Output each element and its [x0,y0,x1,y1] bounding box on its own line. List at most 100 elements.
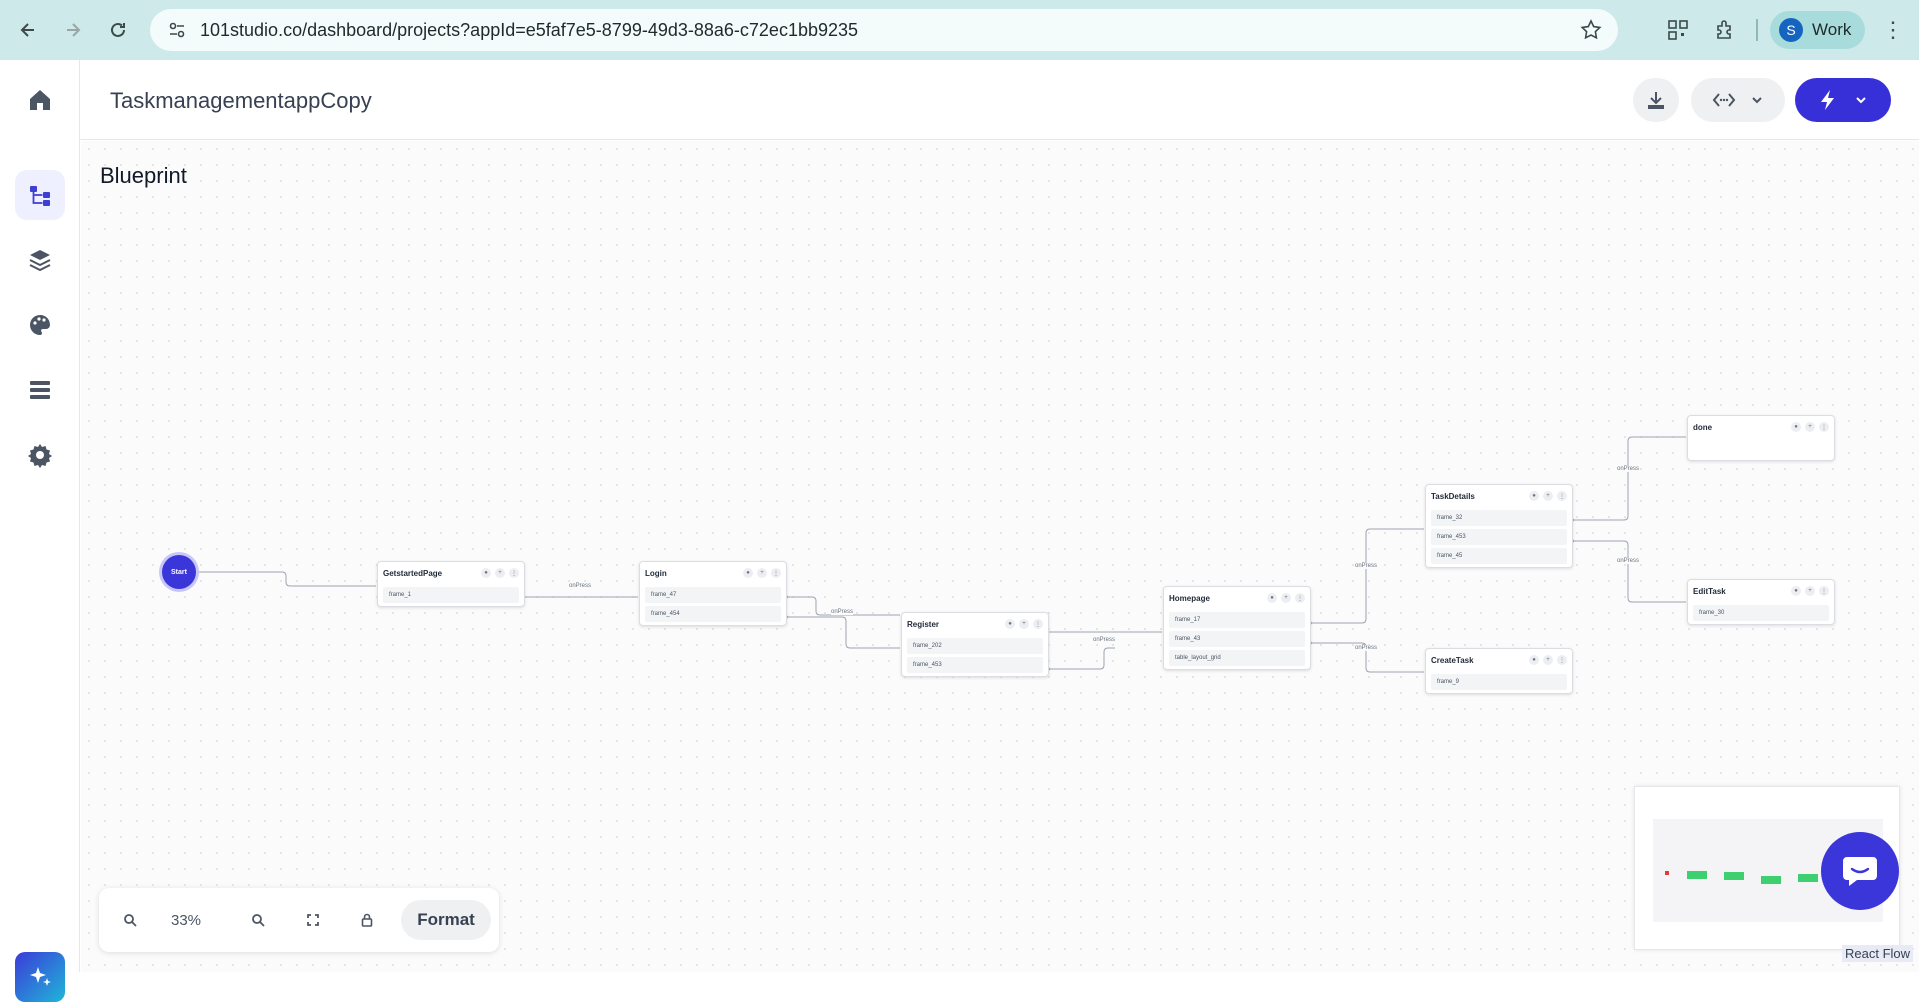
home-icon[interactable] [15,75,65,125]
ai-assistant-button[interactable] [15,952,65,1002]
plus-icon[interactable]: + [1281,593,1291,603]
project-title: TaskmanagementappCopy [110,88,372,113]
edge-label: onPress [569,583,592,589]
node-row[interactable]: frame_47 [645,587,781,603]
node-row[interactable]: frame_202 [907,638,1043,654]
fit-view-icon [307,914,319,926]
qr-code-icon[interactable] [1667,14,1689,46]
avatar: S [1779,18,1803,42]
canvas-controls: 33% Format [99,888,499,952]
flow-node-done[interactable]: done ● + ⋮ [1687,415,1835,461]
flow-node-register[interactable]: Register ● + ⋮ frame_202 frame_453 [901,612,1049,677]
app-sidebar [0,60,80,1002]
eye-icon[interactable]: ● [1791,586,1801,596]
browser-menu-icon[interactable]: ⋮ [1882,17,1904,42]
node-row[interactable]: frame_43 [1169,631,1305,647]
zoom-in-icon [252,914,265,927]
forward-icon[interactable] [61,18,85,42]
address-bar[interactable]: 101studio.co/dashboard/projects?appId=e5… [150,9,1618,51]
eye-icon[interactable]: ● [1267,593,1277,603]
extensions-icon[interactable] [1714,14,1738,46]
flow-node-login[interactable]: Login ● + ⋮ frame_47 frame_454 [639,561,787,626]
chevron-down-icon [1856,97,1866,104]
node-title: Homepage [1169,593,1210,603]
bookmark-star-icon[interactable] [1580,19,1602,41]
toolbar-divider [1756,19,1758,41]
zoom-out-button[interactable] [115,902,145,938]
database-icon[interactable] [15,365,65,415]
plus-icon[interactable]: + [1019,619,1029,629]
node-row[interactable]: frame_30 [1693,605,1829,621]
lock-button[interactable] [352,902,382,938]
settings-gear-icon[interactable] [15,430,65,480]
more-icon[interactable]: ⋮ [771,568,781,578]
eye-icon[interactable]: ● [1529,491,1539,501]
lightning-icon [1821,90,1834,110]
minimap-node [1724,872,1744,880]
site-settings-icon[interactable] [166,19,188,41]
node-row[interactable]: frame_45 [1431,548,1567,564]
eye-icon[interactable]: ● [743,568,753,578]
react-flow-attribution[interactable]: React Flow [1842,945,1914,962]
lock-icon [361,913,373,927]
node-row[interactable]: frame_453 [1431,529,1567,545]
node-row[interactable]: table_layout_grid [1169,650,1305,666]
node-row[interactable]: frame_454 [645,606,781,622]
fit-view-button[interactable] [298,902,328,938]
node-title: GetstartedPage [383,568,443,578]
more-icon[interactable]: ⋮ [1819,586,1829,596]
run-dropdown-button[interactable] [1795,78,1891,122]
more-icon[interactable]: ⋮ [1557,655,1567,665]
node-title: Login [645,568,667,578]
node-row[interactable]: frame_17 [1169,612,1305,628]
node-row[interactable]: frame_32 [1431,510,1567,526]
format-button[interactable]: Format [401,900,491,940]
download-button[interactable] [1633,78,1679,122]
start-node[interactable]: Start [162,555,196,589]
flow-node-taskdetails[interactable]: TaskDetails ●+⋮ frame_32 frame_453 frame… [1425,484,1573,568]
zoom-in-button[interactable] [243,902,273,938]
node-row[interactable]: frame_9 [1431,674,1567,690]
edge-label: onPress [1355,645,1378,651]
flow-node-createtask[interactable]: CreateTask ●+⋮ frame_9 [1425,648,1573,694]
more-icon[interactable]: ⋮ [509,568,519,578]
reload-icon[interactable] [106,18,130,42]
eye-icon[interactable]: ● [1005,619,1015,629]
download-icon [1648,92,1664,109]
app-header: TaskmanagementappCopy [80,60,1919,140]
plus-icon[interactable]: + [1805,586,1815,596]
flow-node-getstartedpage[interactable]: GetstartedPage ● + ⋮ frame_1 [377,561,525,607]
flow-node-homepage[interactable]: Homepage ● + ⋮ frame_17 frame_43 table_lay… [1163,586,1311,670]
node-row[interactable]: frame_1 [383,587,519,603]
palette-icon[interactable] [15,300,65,350]
code-icon [1712,93,1736,107]
more-icon[interactable]: ⋮ [1557,491,1567,501]
plus-icon[interactable]: + [1543,491,1553,501]
plus-icon[interactable]: + [1543,655,1553,665]
edge-label: onPress [1093,637,1116,643]
node-title: Register [907,619,940,629]
profile-button[interactable]: S Work [1770,11,1865,49]
plus-icon[interactable]: + [757,568,767,578]
profile-label: Work [1812,20,1852,39]
edge-label: onPress [1617,558,1640,564]
plus-icon[interactable]: + [1805,422,1815,432]
more-icon[interactable]: ⋮ [1033,619,1043,629]
node-title: done [1693,422,1713,432]
node-row[interactable]: frame_453 [907,657,1043,673]
chat-support-button[interactable] [1821,832,1899,910]
code-dropdown-button[interactable] [1691,78,1785,122]
eye-icon[interactable]: ● [1791,422,1801,432]
minimap-node [1687,871,1707,879]
back-icon[interactable] [16,18,40,42]
plus-icon[interactable]: + [495,568,505,578]
eye-icon[interactable]: ● [1529,655,1539,665]
zoom-level: 33% [170,911,202,929]
layers-icon[interactable] [15,235,65,285]
more-icon[interactable]: ⋮ [1819,422,1829,432]
more-icon[interactable]: ⋮ [1295,593,1305,603]
edge-label: onPress [1355,563,1378,569]
flow-node-edittask[interactable]: EditTask ●+⋮ frame_30 [1687,579,1835,625]
eye-icon[interactable]: ● [481,568,491,578]
blueprint-icon[interactable] [15,170,65,220]
